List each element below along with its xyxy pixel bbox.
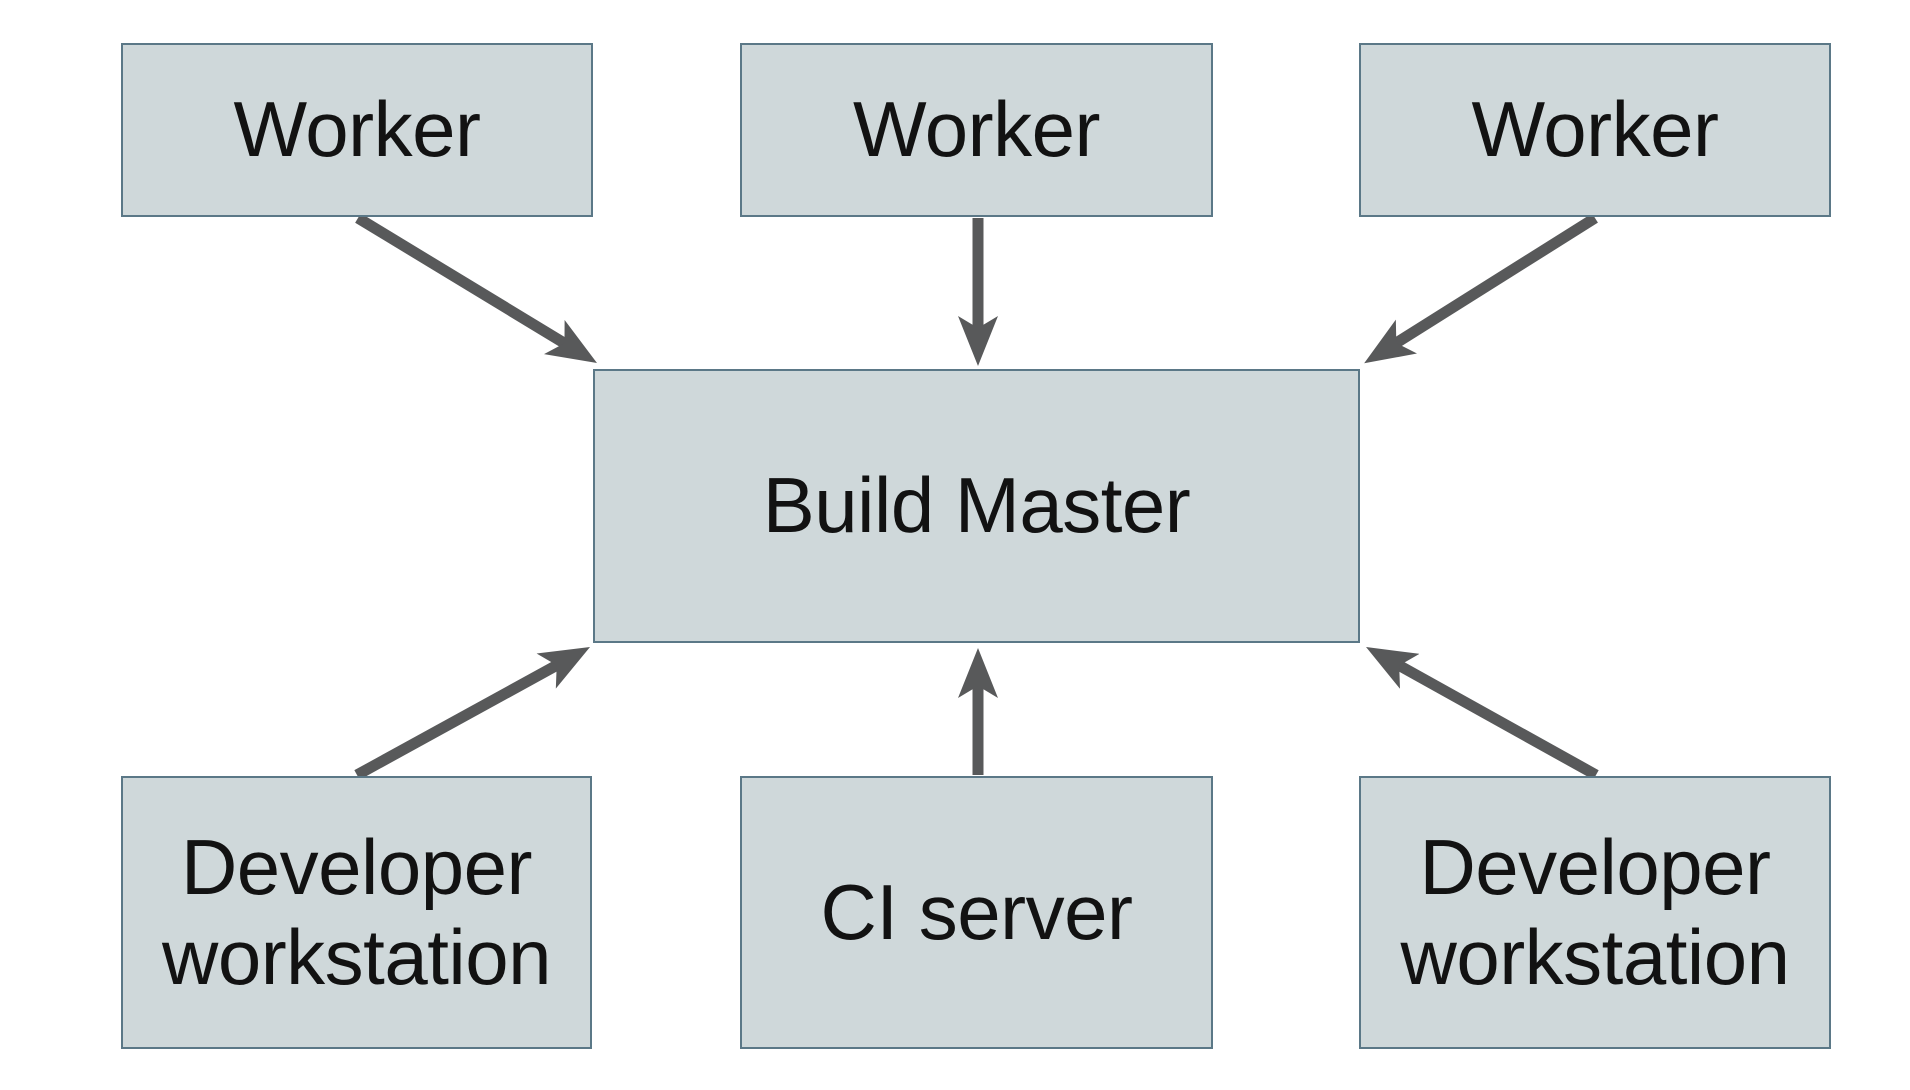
arrow-developer-workstation-left-to-build-master	[354, 646, 591, 780]
node-developer-workstation-right-label: Developer workstation	[1400, 822, 1791, 1001]
node-worker-3: Worker	[1359, 43, 1831, 217]
node-worker-2-label: Worker	[853, 85, 1100, 174]
node-developer-workstation-left: Developer workstation	[121, 776, 592, 1049]
arrow-worker-1-to-build-master	[355, 213, 597, 363]
node-worker-1-label: Worker	[233, 85, 481, 174]
node-worker-1: Worker	[121, 43, 593, 217]
node-developer-workstation-left-label: Developer workstation	[162, 822, 552, 1001]
node-build-master: Build Master	[593, 369, 1360, 643]
node-ci-server: CI server	[740, 776, 1213, 1049]
arrow-worker-3-to-build-master	[1364, 213, 1598, 364]
node-build-master-label: Build Master	[762, 461, 1191, 550]
arrow-developer-workstation-right-to-build-master	[1366, 647, 1599, 780]
node-developer-workstation-right: Developer workstation	[1359, 776, 1831, 1049]
node-worker-3-label: Worker	[1471, 85, 1719, 174]
node-worker-2: Worker	[740, 43, 1213, 217]
node-ci-server-label: CI server	[820, 867, 1133, 956]
